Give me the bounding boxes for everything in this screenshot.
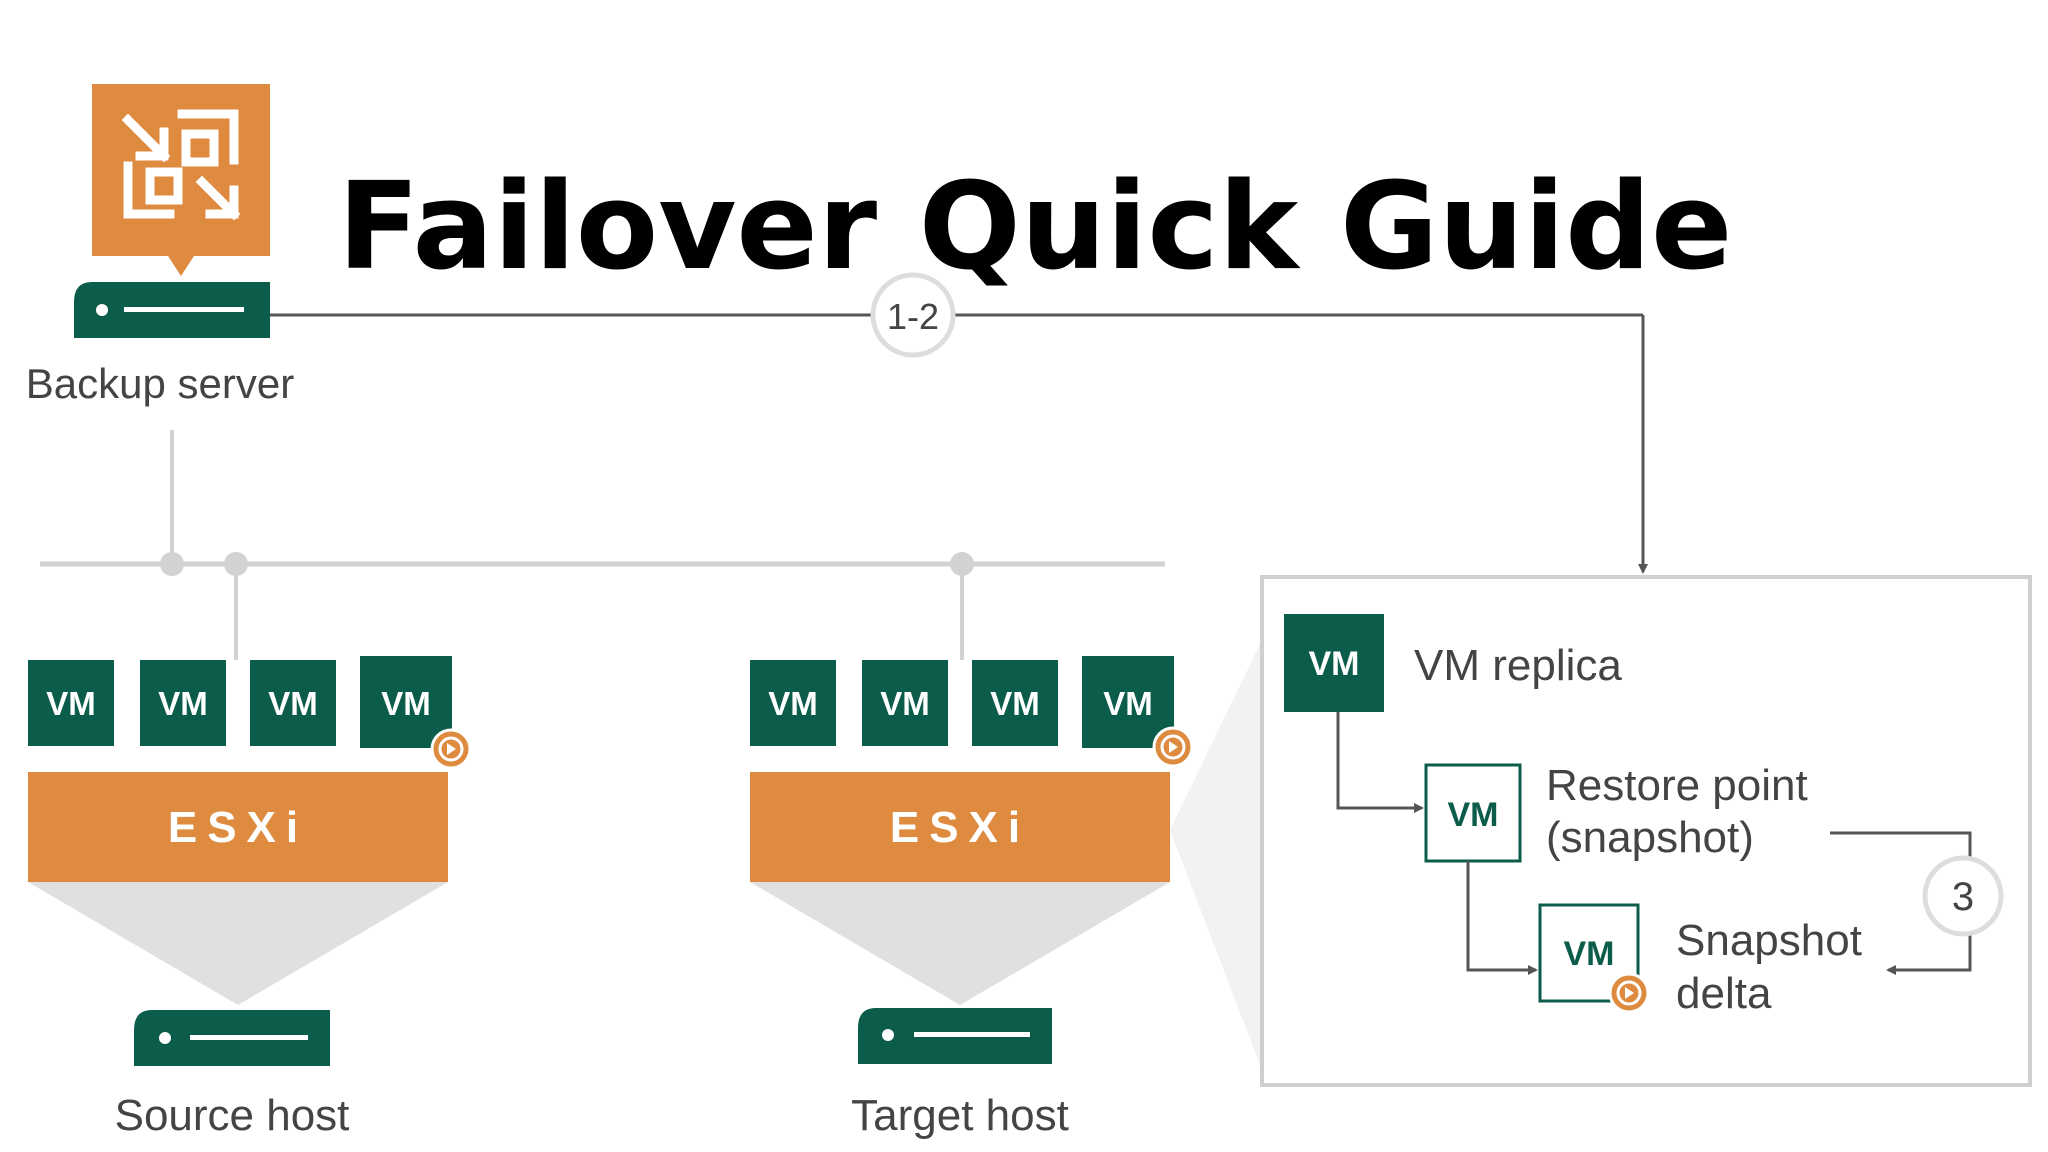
vm-tile-running: VM bbox=[1082, 656, 1174, 748]
snapshot-delta-sublabel: delta bbox=[1676, 969, 1772, 1018]
svg-text:VM: VM bbox=[880, 685, 930, 722]
vm-tile: VM bbox=[140, 660, 226, 746]
source-host-label: Source host bbox=[115, 1091, 350, 1140]
replication-path bbox=[270, 313, 1648, 574]
target-host: VM VM VM VM ESXi bbox=[750, 656, 1194, 1140]
source-host: VM VM VM VM ESXi bbox=[28, 656, 472, 1140]
svg-text:VM: VM bbox=[1564, 935, 1615, 973]
play-badge-icon bbox=[1608, 972, 1650, 1014]
restore-point-sublabel: (snapshot) bbox=[1546, 813, 1754, 862]
backup-replication-icon bbox=[92, 84, 270, 276]
svg-text:VM: VM bbox=[268, 685, 318, 722]
snapshot-delta-label: Snapshot bbox=[1676, 916, 1862, 965]
restore-point-tile: VM bbox=[1424, 763, 1522, 863]
vm-tile: VM bbox=[750, 660, 836, 746]
svg-text:VM: VM bbox=[990, 685, 1040, 722]
play-badge-icon bbox=[1152, 726, 1194, 768]
replica-detail-panel: VM VM replica VM Restore point (snapshot… bbox=[1260, 575, 2032, 1087]
vm-tile-running: VM bbox=[360, 656, 452, 748]
page-title: Failover Quick Guide bbox=[338, 158, 1733, 297]
esxi-label: ESXi bbox=[890, 803, 1030, 852]
play-badge-icon bbox=[430, 728, 472, 770]
target-vm-row: VM VM VM VM bbox=[750, 656, 1174, 748]
vm-tile: VM bbox=[972, 660, 1058, 746]
network-bus bbox=[40, 430, 1165, 660]
vm-replica-label: VM replica bbox=[1414, 641, 1622, 690]
esxi-bar bbox=[28, 772, 448, 882]
svg-text:VM: VM bbox=[1309, 645, 1360, 683]
target-host-label: Target host bbox=[851, 1091, 1069, 1140]
esxi-bar bbox=[750, 772, 1170, 882]
host-funnel bbox=[28, 882, 448, 1005]
vm-tile: VM bbox=[862, 660, 948, 746]
svg-text:VM: VM bbox=[1448, 796, 1499, 834]
vm-replica-tile: VM bbox=[1284, 614, 1384, 712]
backup-server-label: Backup server bbox=[26, 360, 294, 407]
svg-text:VM: VM bbox=[381, 685, 431, 722]
zoom-wedge bbox=[1170, 640, 1262, 1070]
svg-text:VM: VM bbox=[1103, 685, 1153, 722]
vm-tile: VM bbox=[250, 660, 336, 746]
svg-text:VM: VM bbox=[768, 685, 818, 722]
vm-tile: VM bbox=[28, 660, 114, 746]
restore-point-label: Restore point bbox=[1546, 761, 1808, 810]
server-icon bbox=[134, 1010, 330, 1066]
server-icon bbox=[858, 1008, 1052, 1064]
host-funnel bbox=[750, 882, 1170, 1005]
step-badge-3: 3 bbox=[1922, 855, 2004, 937]
svg-text:VM: VM bbox=[46, 685, 96, 722]
svg-text:1-2: 1-2 bbox=[887, 296, 939, 337]
step-badge-1-2: 1-2 bbox=[870, 272, 956, 358]
source-vm-row: VM VM VM VM bbox=[28, 656, 452, 748]
svg-text:3: 3 bbox=[1952, 875, 1974, 919]
backup-server-icon bbox=[74, 282, 270, 338]
esxi-label: ESXi bbox=[168, 803, 308, 852]
svg-text:VM: VM bbox=[158, 685, 208, 722]
